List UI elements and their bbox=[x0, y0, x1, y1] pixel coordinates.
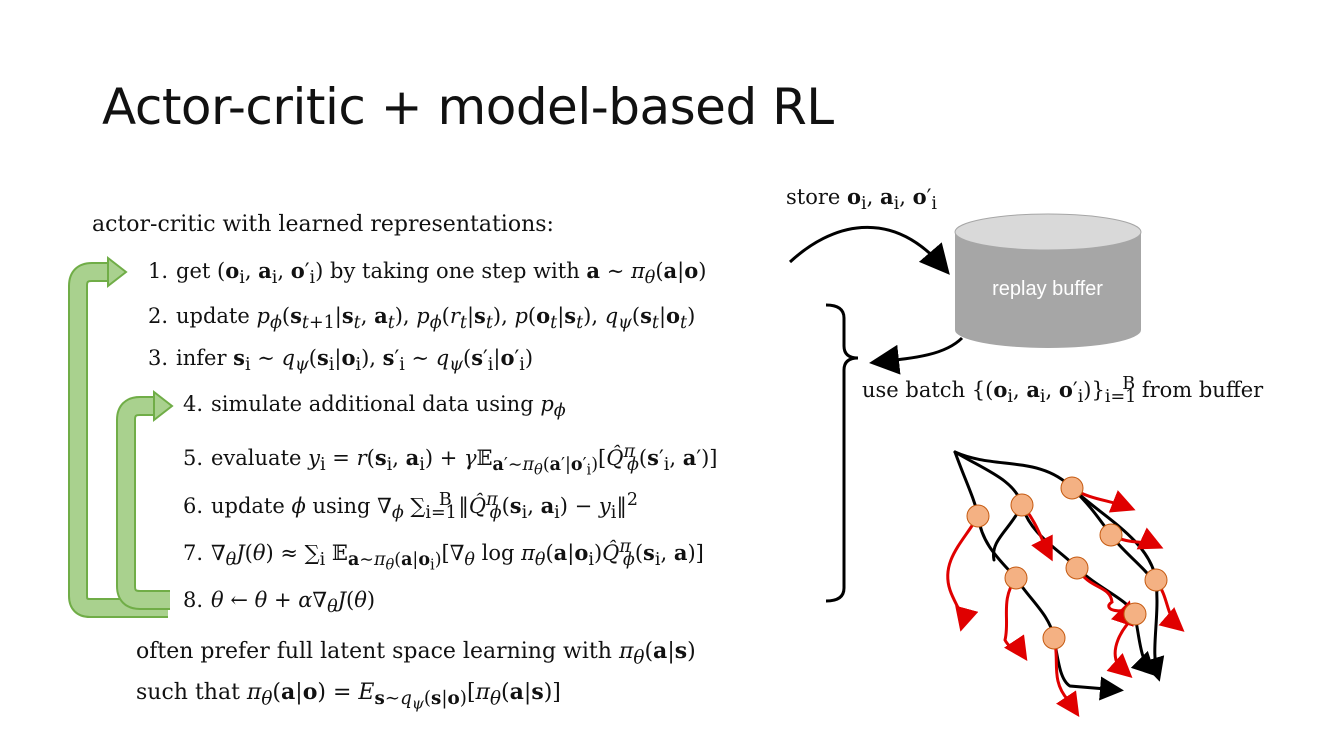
store-label: store oi, ai, o′i bbox=[786, 184, 937, 215]
rollout-tree-icon bbox=[946, 450, 1185, 717]
step-4: 4.simulate additional data using pϕ bbox=[183, 392, 566, 422]
inner-loop-arrow bbox=[116, 389, 174, 610]
step-5: 5.evaluate yi = r(si, ai) + γ𝔼a′∼πθ(a′|o… bbox=[183, 442, 718, 479]
steps-bracket bbox=[825, 303, 859, 603]
step-number: 5. bbox=[183, 446, 204, 470]
step-6: 6.update ϕ using ∇ϕ ∑i=1B ‖Q̂πϕ(si, ai) … bbox=[183, 490, 639, 524]
step-2: 2.update pϕ(st+1|st, at), pϕ(rt|st), p(o… bbox=[148, 303, 696, 334]
outer-loop-arrow bbox=[68, 255, 168, 618]
step-number: 2. bbox=[148, 304, 169, 328]
step-number: 6. bbox=[183, 494, 204, 518]
step-number: 7. bbox=[183, 541, 204, 565]
use-batch-label: use batch {(oi, ai, o′i)}i=1B from buffe… bbox=[862, 374, 1264, 408]
step-number: 8. bbox=[183, 588, 204, 612]
step-number: 1. bbox=[148, 259, 169, 283]
step-7: 7.∇θJ(θ) ≈ ∑i 𝔼a∼πθ(a|oi)[∇θ log πθ(a|oi… bbox=[183, 537, 704, 574]
step-3: 3.infer si ∼ qψ(si|oi), s′i ∼ qψ(s′i|o′i… bbox=[148, 345, 534, 376]
step-1: 1.get (oi, ai, o′i) by taking one step w… bbox=[148, 258, 707, 289]
use-batch-arrow bbox=[869, 336, 964, 375]
replay-buffer-icon bbox=[954, 213, 1142, 348]
store-arrow bbox=[788, 225, 950, 275]
footer-line-1: often prefer full latent space learning … bbox=[136, 638, 696, 669]
replay-buffer-label: replay buffer bbox=[992, 278, 1103, 300]
step-number: 3. bbox=[148, 346, 169, 370]
step-number: 4. bbox=[183, 392, 204, 416]
step-8: 8.θ ← θ + α∇θJ(θ) bbox=[183, 588, 376, 618]
footer-line-2: such that πθ(a|o) = Es∼qψ(s|o)[πθ(a|s)] bbox=[136, 679, 561, 714]
intro-text: actor-critic with learned representation… bbox=[92, 212, 554, 237]
slide-title: Actor-critic + model-based RL bbox=[102, 78, 834, 136]
